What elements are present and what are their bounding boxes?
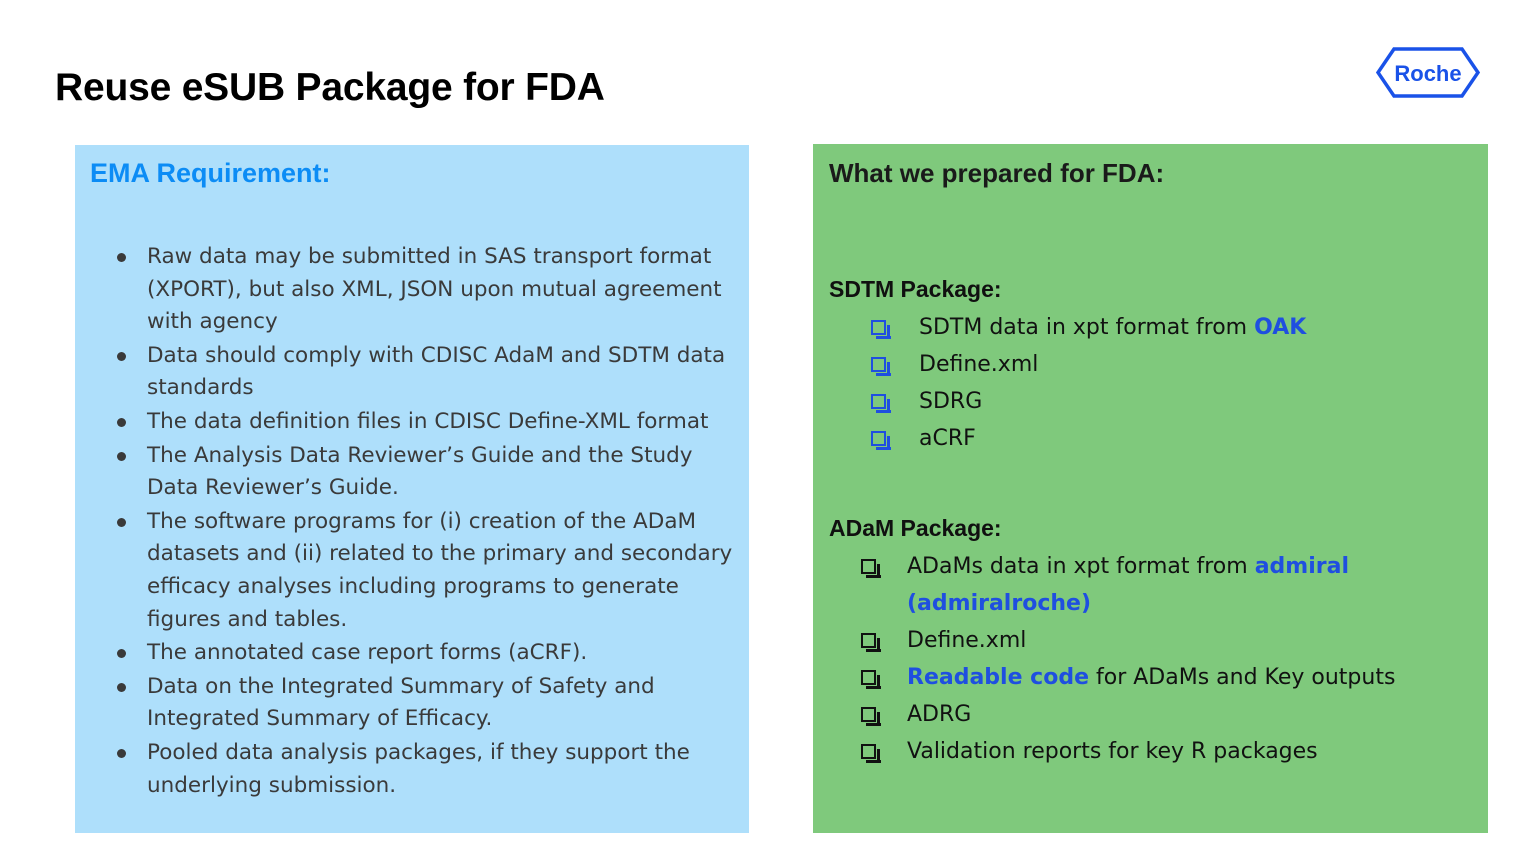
list-item-accent: OAK [1254, 315, 1307, 340]
adam-package-section: ADaM Package: ADaMs data in xpt format f… [829, 515, 1469, 770]
list-item-text: Define.xml [919, 352, 1039, 377]
checkbox-icon [871, 320, 891, 339]
adam-package-list: ADaMs data in xpt format from admiral (a… [829, 548, 1469, 770]
checkbox-icon [861, 744, 881, 763]
list-item: The annotated case report forms (aCRF). [111, 637, 736, 670]
list-item: Data on the Integrated Summary of Safety… [111, 671, 736, 736]
list-item-text: Define.xml [907, 628, 1027, 653]
list-item-text: The software programs for (i) creation o… [147, 508, 733, 632]
list-item-text: Validation reports for key R packages [907, 739, 1318, 764]
roche-logo-icon: Roche [1376, 47, 1480, 98]
fda-panel-heading: What we prepared for FDA: [829, 158, 1165, 188]
list-item: The Analysis Data Reviewer’s Guide and t… [111, 440, 736, 505]
list-item-text: ADRG [907, 702, 972, 727]
list-item-text: Raw data may be submitted in SAS transpo… [147, 244, 722, 335]
adam-package-title: ADaM Package: [829, 515, 1002, 541]
list-item: Validation reports for key R packages [829, 733, 1469, 770]
ema-requirement-panel: EMA Requirement: Raw data may be submitt… [75, 145, 749, 833]
list-item: Raw data may be submitted in SAS transpo… [111, 241, 736, 339]
checkbox-icon [861, 707, 881, 726]
sdtm-package-list: SDTM data in xpt format from OAK Define.… [829, 309, 1469, 457]
list-item: The software programs for (i) creation o… [111, 506, 736, 636]
list-item-text: The Analysis Data Reviewer’s Guide and t… [147, 442, 693, 501]
bullet-dot-icon [117, 748, 126, 758]
checkbox-icon [861, 559, 881, 578]
list-item: Readable code for ADaMs and Key outputs [829, 659, 1469, 696]
list-item-text: SDRG [919, 389, 983, 414]
bullet-dot-icon [117, 351, 126, 361]
checkbox-icon [861, 633, 881, 652]
list-item-text: ADaMs data in xpt format from [907, 554, 1255, 579]
checkbox-icon [871, 394, 891, 413]
list-item: Define.xml [829, 622, 1469, 659]
bullet-dot-icon [117, 649, 126, 659]
roche-logo: Roche [1376, 47, 1480, 98]
sdtm-package-section: SDTM Package: SDTM data in xpt format fr… [829, 276, 1469, 457]
list-item-text: Data on the Integrated Summary of Safety… [147, 673, 655, 732]
bullet-dot-icon [117, 253, 126, 262]
list-item-text: SDTM data in xpt format from [919, 315, 1255, 340]
list-item: Pooled data analysis packages, if they s… [111, 737, 736, 802]
checkbox-icon [871, 431, 891, 450]
list-item-text: The annotated case report forms (aCRF). [147, 640, 588, 666]
list-item: Define.xml [829, 346, 1469, 383]
list-item: SDRG [829, 383, 1469, 420]
list-item: ADaMs data in xpt format from admiral (a… [829, 548, 1469, 622]
list-item: ADRG [829, 696, 1469, 733]
bullet-dot-icon [117, 451, 126, 461]
list-item-text: The data definition files in CDISC Defin… [147, 408, 709, 434]
checkbox-icon [861, 670, 881, 689]
list-item-text: aCRF [919, 426, 976, 451]
list-item: SDTM data in xpt format from OAK [829, 309, 1469, 346]
checkbox-icon [871, 357, 891, 376]
bullet-dot-icon [117, 517, 126, 527]
list-item-accent: admiral (admiralroche) [907, 554, 1349, 616]
fda-preparation-panel: What we prepared for FDA: SDTM Package: … [813, 144, 1488, 833]
list-item-text-after: for ADaMs and Key outputs [1089, 665, 1396, 690]
bullet-dot-icon [117, 417, 126, 427]
sdtm-package-title: SDTM Package: [829, 276, 1002, 302]
roche-logo-text: Roche [1394, 61, 1461, 86]
ema-bullet-list: Raw data may be submitted in SAS transpo… [111, 241, 736, 803]
list-item-accent: Readable code [907, 665, 1089, 690]
list-item: The data definition files in CDISC Defin… [111, 406, 736, 439]
list-item-text: Data should comply with CDISC AdaM and S… [147, 342, 726, 401]
list-item-text: Pooled data analysis packages, if they s… [147, 739, 690, 798]
ema-panel-heading: EMA Requirement: [90, 158, 331, 188]
list-item: Data should comply with CDISC AdaM and S… [111, 340, 736, 405]
bullet-dot-icon [117, 682, 126, 692]
list-item: aCRF [829, 420, 1469, 457]
page-title: Reuse eSUB Package for FDA [55, 66, 605, 109]
